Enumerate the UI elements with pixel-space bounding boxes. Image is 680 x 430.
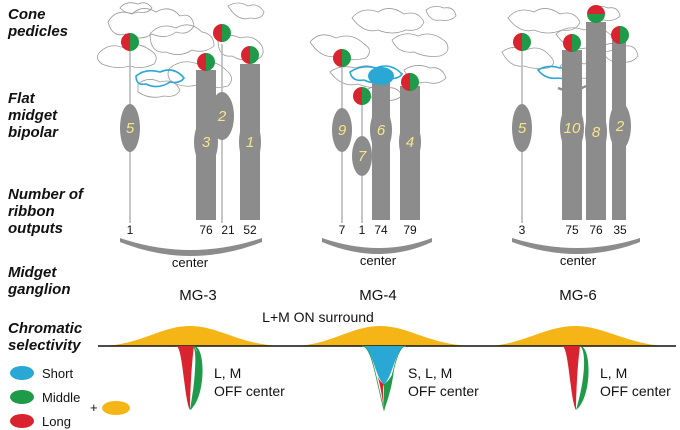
bipolar-number: 3 (202, 134, 211, 151)
ribbon-count: 52 (243, 223, 257, 237)
panel-mg3 (97, 2, 265, 256)
bipolar-number: 9 (338, 122, 347, 139)
s-cone-outline (349, 65, 404, 84)
ribbon-count: 76 (199, 223, 213, 237)
ribbon-count: 74 (374, 223, 388, 237)
ribbon-count: 35 (613, 223, 627, 237)
center-dip-red-1 (176, 346, 194, 410)
bipolar-cell-10-soma (560, 104, 584, 152)
bipolar-number: 1 (246, 134, 254, 151)
legend: Short Middle Long + (10, 366, 130, 429)
ribbon-count: 75 (565, 223, 579, 237)
center-dip-green-3 (576, 346, 589, 410)
surround-hump-1 (98, 326, 286, 346)
bipolar-number: 6 (377, 122, 386, 139)
legend-short-label: Short (42, 366, 73, 381)
bipolar-number: 5 (518, 120, 527, 137)
legend-middle-swatch (10, 390, 34, 404)
legend-long-swatch (10, 414, 34, 428)
surround-label: L+M ON surround (262, 309, 374, 325)
bipolar-cell-8-soma (585, 108, 607, 156)
legend-plus: + (90, 400, 98, 415)
ribbon-count: 1 (359, 223, 366, 237)
bipolar-cell-6-soma (370, 108, 392, 152)
bipolar-cell-2 (609, 102, 631, 150)
center-dip-red-3 (562, 346, 580, 410)
response-label-line2: OFF center (600, 383, 671, 399)
cone-heads (333, 49, 419, 105)
bipolar-number: 7 (358, 148, 367, 165)
bipolar-number: 2 (615, 118, 625, 135)
bipolar-number: 10 (564, 120, 581, 137)
legend-surround-swatch (102, 401, 130, 415)
bipolar-cell-5 (120, 104, 140, 152)
ganglion-name: MG-4 (359, 287, 397, 304)
center-label: center (360, 253, 397, 268)
bipolar-number: 4 (406, 134, 414, 151)
surround-hump-2 (292, 326, 476, 346)
cone-heads (513, 5, 629, 52)
bipolar-cell-9 (332, 108, 352, 152)
ganglion-name: MG-6 (559, 287, 597, 304)
ganglion-dendrite-mg4 (322, 238, 432, 254)
ribbon-count: 21 (221, 223, 235, 237)
response-label-line2: OFF center (214, 383, 285, 399)
row-label-ribbon-outputs: Number of ribbon outputs (8, 186, 83, 237)
bipolar-cell-2 (210, 92, 234, 140)
panel-mg6 (501, 5, 640, 254)
legend-short-swatch (10, 366, 34, 380)
s-cone-head (368, 67, 394, 85)
response-label-line2: OFF center (408, 383, 479, 399)
center-dip-red-2 (376, 372, 384, 410)
bipolar-cell-7 (352, 136, 372, 176)
ribbon-count: 3 (519, 223, 526, 237)
ribbon-count: 76 (589, 223, 603, 237)
bipolar-number: 8 (592, 124, 601, 141)
center-dip-blue-2 (362, 346, 406, 384)
ganglion-dendrite-mg3 (120, 238, 262, 256)
bipolar-number: 2 (217, 108, 227, 125)
center-label: center (172, 255, 209, 270)
row-label-flat-midget-bipolar: Flat midget bipolar (8, 90, 59, 141)
row-label-chromatic-selectivity: Chromatic selectivity (8, 320, 83, 354)
chromatic-response-curves (98, 326, 676, 412)
cone-pedicle-outlines (97, 2, 265, 98)
bipolar-cell-4-soma (399, 120, 421, 164)
bipolar-cell-3-soma (194, 118, 218, 166)
bipolar-cell-1-soma (239, 118, 261, 166)
response-label-line1: L, M (600, 365, 627, 381)
surround-hump-3 (486, 326, 670, 346)
legend-long-label: Long (42, 414, 71, 429)
cone-heads (121, 24, 259, 71)
row-label-cone-pedicles: Cone pedicles (8, 6, 69, 40)
ribbon-count: 7 (339, 223, 346, 237)
bipolar-cell-5 (512, 104, 532, 152)
panel-mg4 (309, 6, 457, 254)
response-label-line1: S, L, M (408, 365, 452, 381)
ribbon-count: 1 (127, 223, 134, 237)
ganglion-name: MG-3 (179, 287, 217, 304)
bipolar-number: 5 (126, 120, 135, 137)
response-label-line1: L, M (214, 365, 241, 381)
legend-middle-label: Middle (42, 390, 80, 405)
row-label-midget-ganglion: Midget ganglion (8, 264, 71, 298)
center-label: center (560, 253, 597, 268)
s-cone-outline (135, 69, 185, 88)
ribbon-count: 79 (403, 223, 417, 237)
ganglion-dendrite-mg6 (512, 238, 640, 254)
